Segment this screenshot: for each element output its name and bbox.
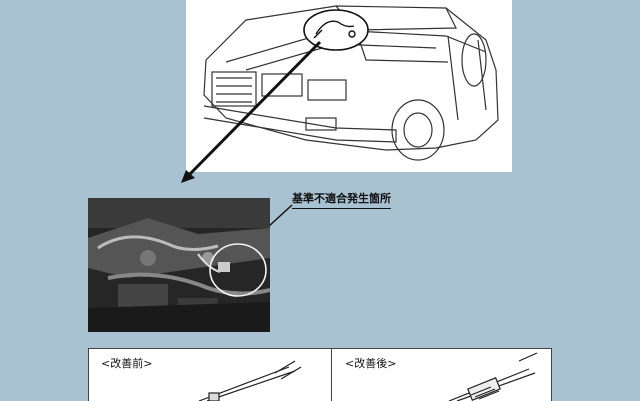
after-label: <改善後>: [345, 357, 397, 370]
callout-label: 基準不適合発生箇所: [292, 190, 391, 209]
truck-illustration: [186, 0, 512, 172]
engine-bay-photo: [88, 198, 270, 332]
comparison-drawings: [198, 352, 538, 401]
comparison-divider: [331, 349, 332, 401]
truck-line-drawing: [203, 5, 499, 161]
comparison-table: <改善前> <改善後>: [88, 348, 552, 401]
engine-bay-graphic: [88, 198, 270, 332]
before-label: <改善前>: [101, 357, 153, 370]
